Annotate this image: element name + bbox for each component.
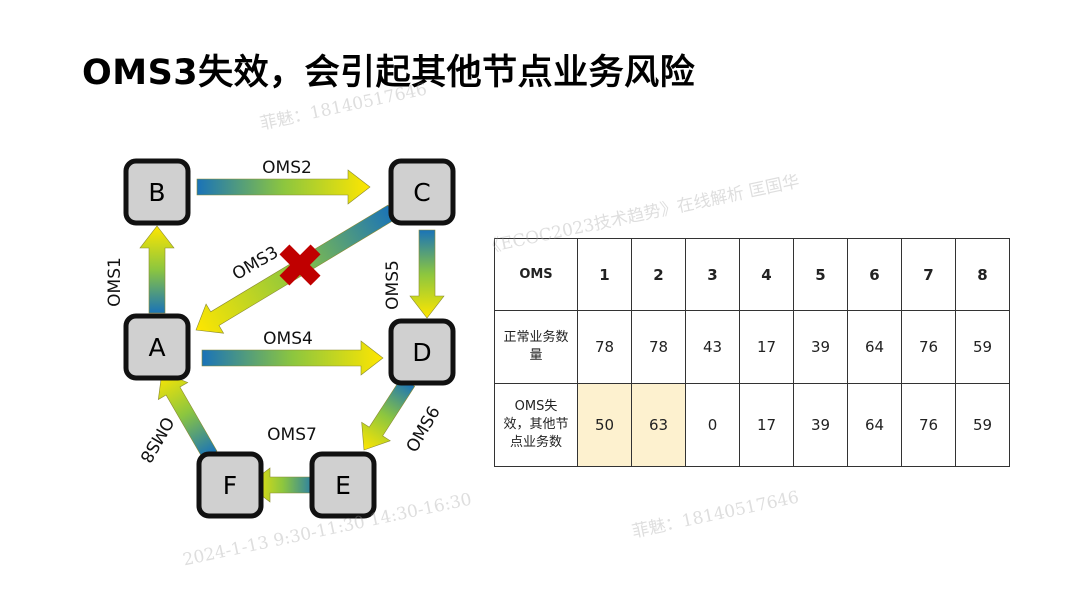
arrow-oms2 <box>196 169 371 205</box>
header-cell: OMS <box>494 238 578 311</box>
link-label: OMS2 <box>262 158 312 178</box>
table-cell: 17 <box>739 310 794 384</box>
link-label: OMS4 <box>263 329 313 349</box>
watermark: 菲魅：18140517646 <box>630 487 801 543</box>
node-e: E <box>309 451 377 519</box>
node-a: A <box>123 313 191 381</box>
header-cell: 7 <box>901 238 956 311</box>
header-cell: 3 <box>685 238 740 311</box>
link-label: OMS5 <box>383 260 403 310</box>
node-f: F <box>196 451 264 519</box>
node-b: B <box>123 158 191 226</box>
link-label: OMS1 <box>105 257 125 307</box>
header-cell: 4 <box>739 238 794 311</box>
table-cell: 43 <box>685 310 740 384</box>
link-label: OMS8 <box>135 413 177 466</box>
svg-text:F: F <box>223 471 237 500</box>
table-cell: 17 <box>739 383 794 467</box>
table-cell: 64 <box>847 310 902 384</box>
table-cell: 39 <box>793 383 848 467</box>
table-cell: 0 <box>685 383 740 467</box>
table-header-row: OMS 1 2 3 4 5 6 7 8 <box>494 238 1010 311</box>
arrow-oms6 <box>361 377 416 451</box>
svg-text:B: B <box>148 178 165 207</box>
svg-text:A: A <box>148 333 165 362</box>
svg-text:D: D <box>412 338 431 367</box>
table-cell: 76 <box>901 383 956 467</box>
arrow-oms5 <box>409 229 445 319</box>
table-cell: 39 <box>793 310 848 384</box>
table-cell: 59 <box>955 383 1010 467</box>
node-c: C <box>388 158 456 226</box>
row-label: OMS失效，其他节点业务数 <box>494 383 578 467</box>
header-cell: 8 <box>955 238 1010 311</box>
table-cell: 59 <box>955 310 1010 384</box>
slide-title: OMS3失效，会引起其他节点业务风险 <box>82 53 696 93</box>
table-cell: 64 <box>847 383 902 467</box>
table-row: 正常业务数量 78 78 43 17 39 64 76 59 <box>494 310 1010 384</box>
table-cell: 78 <box>577 310 632 384</box>
header-cell: 1 <box>577 238 632 311</box>
table-cell: 78 <box>631 310 686 384</box>
svg-text:C: C <box>413 178 430 207</box>
header-cell: 6 <box>847 238 902 311</box>
table-cell-highlighted: 63 <box>631 383 686 467</box>
row-label: 正常业务数量 <box>494 310 578 384</box>
oms-table: OMS 1 2 3 4 5 6 7 8 正常业务数量 78 78 43 17 3… <box>494 238 1010 467</box>
failure-x-icon <box>279 244 321 286</box>
table-row: OMS失效，其他节点业务数 50 63 0 17 39 64 76 59 <box>494 383 1010 467</box>
node-d: D <box>388 318 456 386</box>
svg-text:E: E <box>335 471 351 500</box>
header-cell: 2 <box>631 238 686 311</box>
header-cell: 5 <box>793 238 848 311</box>
table-cell: 76 <box>901 310 956 384</box>
link-label: OMS7 <box>267 425 317 445</box>
table-cell-highlighted: 50 <box>577 383 632 467</box>
link-label: OMS6 <box>403 403 445 456</box>
arrow-oms1 <box>139 225 175 314</box>
arrow-oms4 <box>201 340 384 376</box>
